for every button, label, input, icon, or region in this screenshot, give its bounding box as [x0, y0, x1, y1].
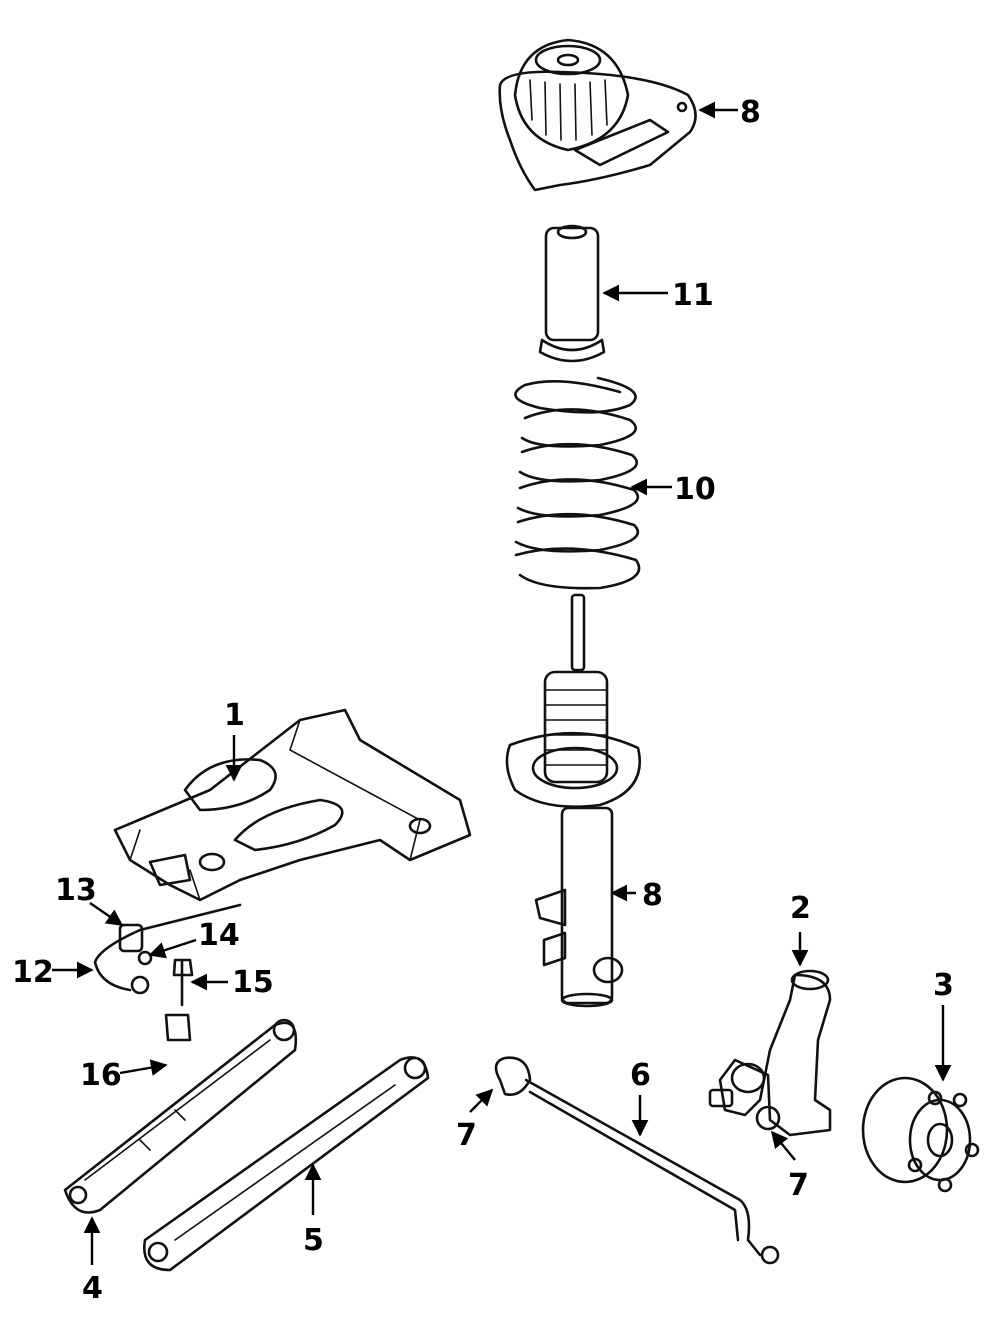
callout-7-left: 7	[456, 1118, 477, 1153]
bump-stop	[538, 224, 606, 363]
callout-labels: 8 11 10 8 1 2 3 6 7 7 5 4 13 12 14 15 16	[12, 95, 954, 1306]
callout-3: 3	[933, 968, 954, 1003]
trailing-link	[142, 1056, 430, 1272]
callout-16: 16	[80, 1058, 122, 1093]
stabilizer-bar-group	[93, 903, 242, 1042]
tie-rod	[494, 1056, 780, 1265]
callout-10: 10	[674, 472, 716, 507]
lower-control-arm	[63, 1018, 298, 1214]
callout-4: 4	[82, 1271, 103, 1306]
strut-mount	[498, 38, 697, 192]
steering-knuckle	[708, 969, 832, 1137]
callout-1: 1	[224, 698, 245, 733]
coil-spring	[514, 376, 641, 590]
callout-7-right: 7	[788, 1168, 809, 1203]
callout-8: 8	[642, 878, 663, 913]
wheel-hub	[861, 1076, 980, 1193]
callout-11: 11	[672, 278, 714, 313]
callout-13: 13	[55, 873, 97, 908]
subframe	[113, 708, 472, 902]
callout-15: 15	[232, 965, 274, 1000]
callout-12: 12	[12, 955, 54, 990]
strut-assembly	[505, 593, 641, 1008]
callout-9: 8	[740, 95, 761, 130]
callout-14: 14	[198, 918, 240, 953]
callout-6: 6	[630, 1058, 651, 1093]
leader-lines	[52, 101, 952, 1265]
callout-2: 2	[790, 891, 811, 926]
callout-5: 5	[303, 1223, 324, 1258]
